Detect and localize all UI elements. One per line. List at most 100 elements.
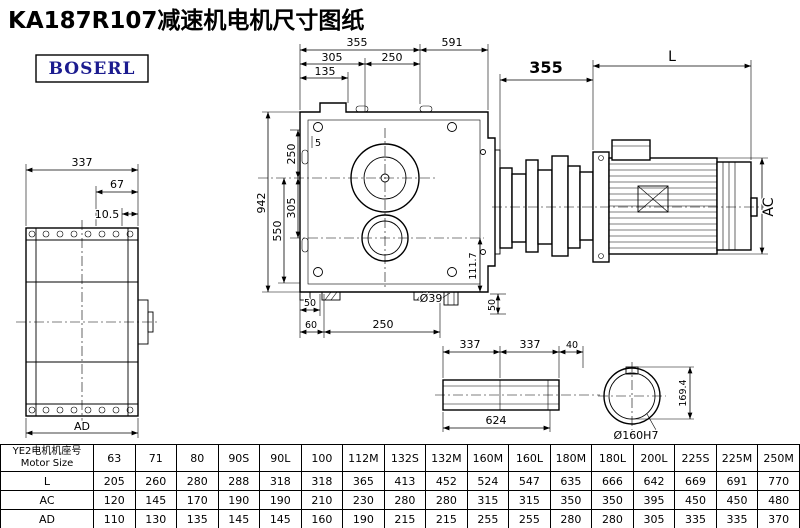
motor-size-column: 200L (632, 444, 676, 472)
brand-logo: BOSERL (35, 54, 149, 83)
dimension-cell: 395 (632, 490, 676, 510)
dim-10-5: 10.5 (95, 208, 120, 221)
motor-size-column: 160L (508, 444, 551, 472)
dim-337-shaft-a: 337 (460, 338, 481, 351)
dimension-cell: 190 (259, 490, 302, 510)
dim-dia-39: Ø39 (420, 292, 443, 305)
header-chinese: YE2电机机座号 (12, 446, 82, 457)
dim-dia-160H7: Ø160H7 (614, 429, 659, 442)
dim-250-top: 250 (382, 51, 403, 64)
dimension-cell: 255 (508, 509, 551, 528)
motor-size-column: 225S (674, 444, 717, 472)
bore-view: 169.4 Ø160H7 (598, 362, 694, 443)
dimension-cell: 450 (674, 490, 717, 510)
dimension-cell: 452 (425, 471, 468, 491)
dimension-cell: 190 (342, 509, 385, 528)
nameplate (637, 185, 669, 213)
dimension-cell: 524 (466, 471, 510, 491)
dimension-cell: 260 (134, 471, 178, 491)
dimension-cell: 170 (176, 490, 219, 510)
dimension-cell: 335 (674, 509, 717, 528)
extension-lines (499, 60, 768, 255)
dim-5: 5 (315, 138, 321, 149)
dimension-cell: 280 (549, 509, 593, 528)
front-view: 355 591 305 250 135 250 5 305 550 942 11… (254, 35, 506, 338)
motor-size-column: 90S (217, 444, 261, 472)
bolt-holes-top (28, 230, 134, 238)
dimension-cell: 365 (342, 471, 385, 491)
brand-logo-text: BOSERL (49, 59, 136, 79)
dim-50-bottom-left: 50 (304, 298, 316, 309)
page-title: KA187R107减速机电机尺寸图纸 (8, 7, 364, 34)
dim-50-bottom-right: 50 (487, 299, 498, 311)
motor-size-column: 112M (342, 444, 385, 472)
gearbox-inner-wall (307, 119, 481, 285)
dimension-cell: 370 (757, 509, 800, 528)
bolt-holes-bottom (28, 406, 134, 414)
dim-624: 624 (486, 414, 507, 427)
dimension-cell: 280 (425, 490, 468, 510)
output-flange (494, 149, 501, 255)
dim-250-bottom: 250 (373, 318, 394, 331)
dimension-cell: 280 (176, 471, 219, 491)
dimension-cell: 280 (591, 509, 634, 528)
motor-size-header: YE2电机机座号 Motor Size (0, 444, 94, 472)
dimension-cell: 210 (300, 490, 344, 510)
row-label-AD: AD (0, 509, 94, 528)
row-label-L: L (0, 471, 94, 491)
dimension-cell: 480 (757, 490, 800, 510)
dim-355-front: 355 (347, 36, 368, 49)
dim-591: 591 (442, 36, 463, 49)
bottom-boss (443, 291, 459, 306)
dimension-cell: 315 (466, 490, 510, 510)
dimension-cell: 160 (300, 509, 344, 528)
technical-drawing: KA187R107减速机电机尺寸图纸 BOSERL 337 (8, 7, 778, 443)
dim-355-motor: 355 (529, 58, 562, 77)
motor-size-column: 132S (383, 444, 427, 472)
leader-line (441, 292, 451, 299)
dimension-cell: 642 (632, 471, 676, 491)
dimension-cell: 305 (632, 509, 676, 528)
dim-AD: AD (74, 420, 90, 433)
motor-fins (609, 163, 717, 249)
dimension-cell: 205 (93, 471, 136, 491)
motor-size-column: 63 (93, 444, 136, 472)
flange-bolt (598, 253, 604, 259)
dim-111-7: 111.7 (468, 252, 479, 279)
motor-size-column: 180L (591, 444, 634, 472)
dimension-cell: 315 (508, 490, 551, 510)
dimension-cell: 666 (591, 471, 634, 491)
motor-size-column: 80 (176, 444, 219, 472)
dimension-cell: 770 (757, 471, 800, 491)
gear-housing-slabs (499, 155, 594, 257)
dimension-cell: 215 (383, 509, 427, 528)
dimension-cell: 288 (217, 471, 261, 491)
dimension-cell: 280 (383, 490, 427, 510)
dim-40: 40 (566, 340, 578, 351)
dimension-cell: 135 (176, 509, 219, 528)
dim-L: L (668, 49, 676, 65)
dimension-cell: 110 (93, 509, 136, 528)
shaft-bore-lines (443, 380, 559, 410)
dimension-cell: 120 (93, 490, 136, 510)
dimension-cell: 190 (217, 490, 261, 510)
motor-size-column: 225M (715, 444, 759, 472)
dimension-cell: 635 (549, 471, 593, 491)
fan-cowl-slats (722, 162, 736, 250)
dimension-cell: 230 (342, 490, 385, 510)
mounting-slots (301, 105, 433, 253)
dimension-cell: 130 (134, 509, 178, 528)
dimension-cell: 335 (715, 509, 759, 528)
motor-size-column: 132M (425, 444, 468, 472)
bottom-feet (299, 291, 459, 306)
dimension-cell: 350 (549, 490, 593, 510)
dimension-cell: 318 (300, 471, 344, 491)
dimension-cell: 145 (217, 509, 261, 528)
dim-305: 305 (322, 51, 343, 64)
